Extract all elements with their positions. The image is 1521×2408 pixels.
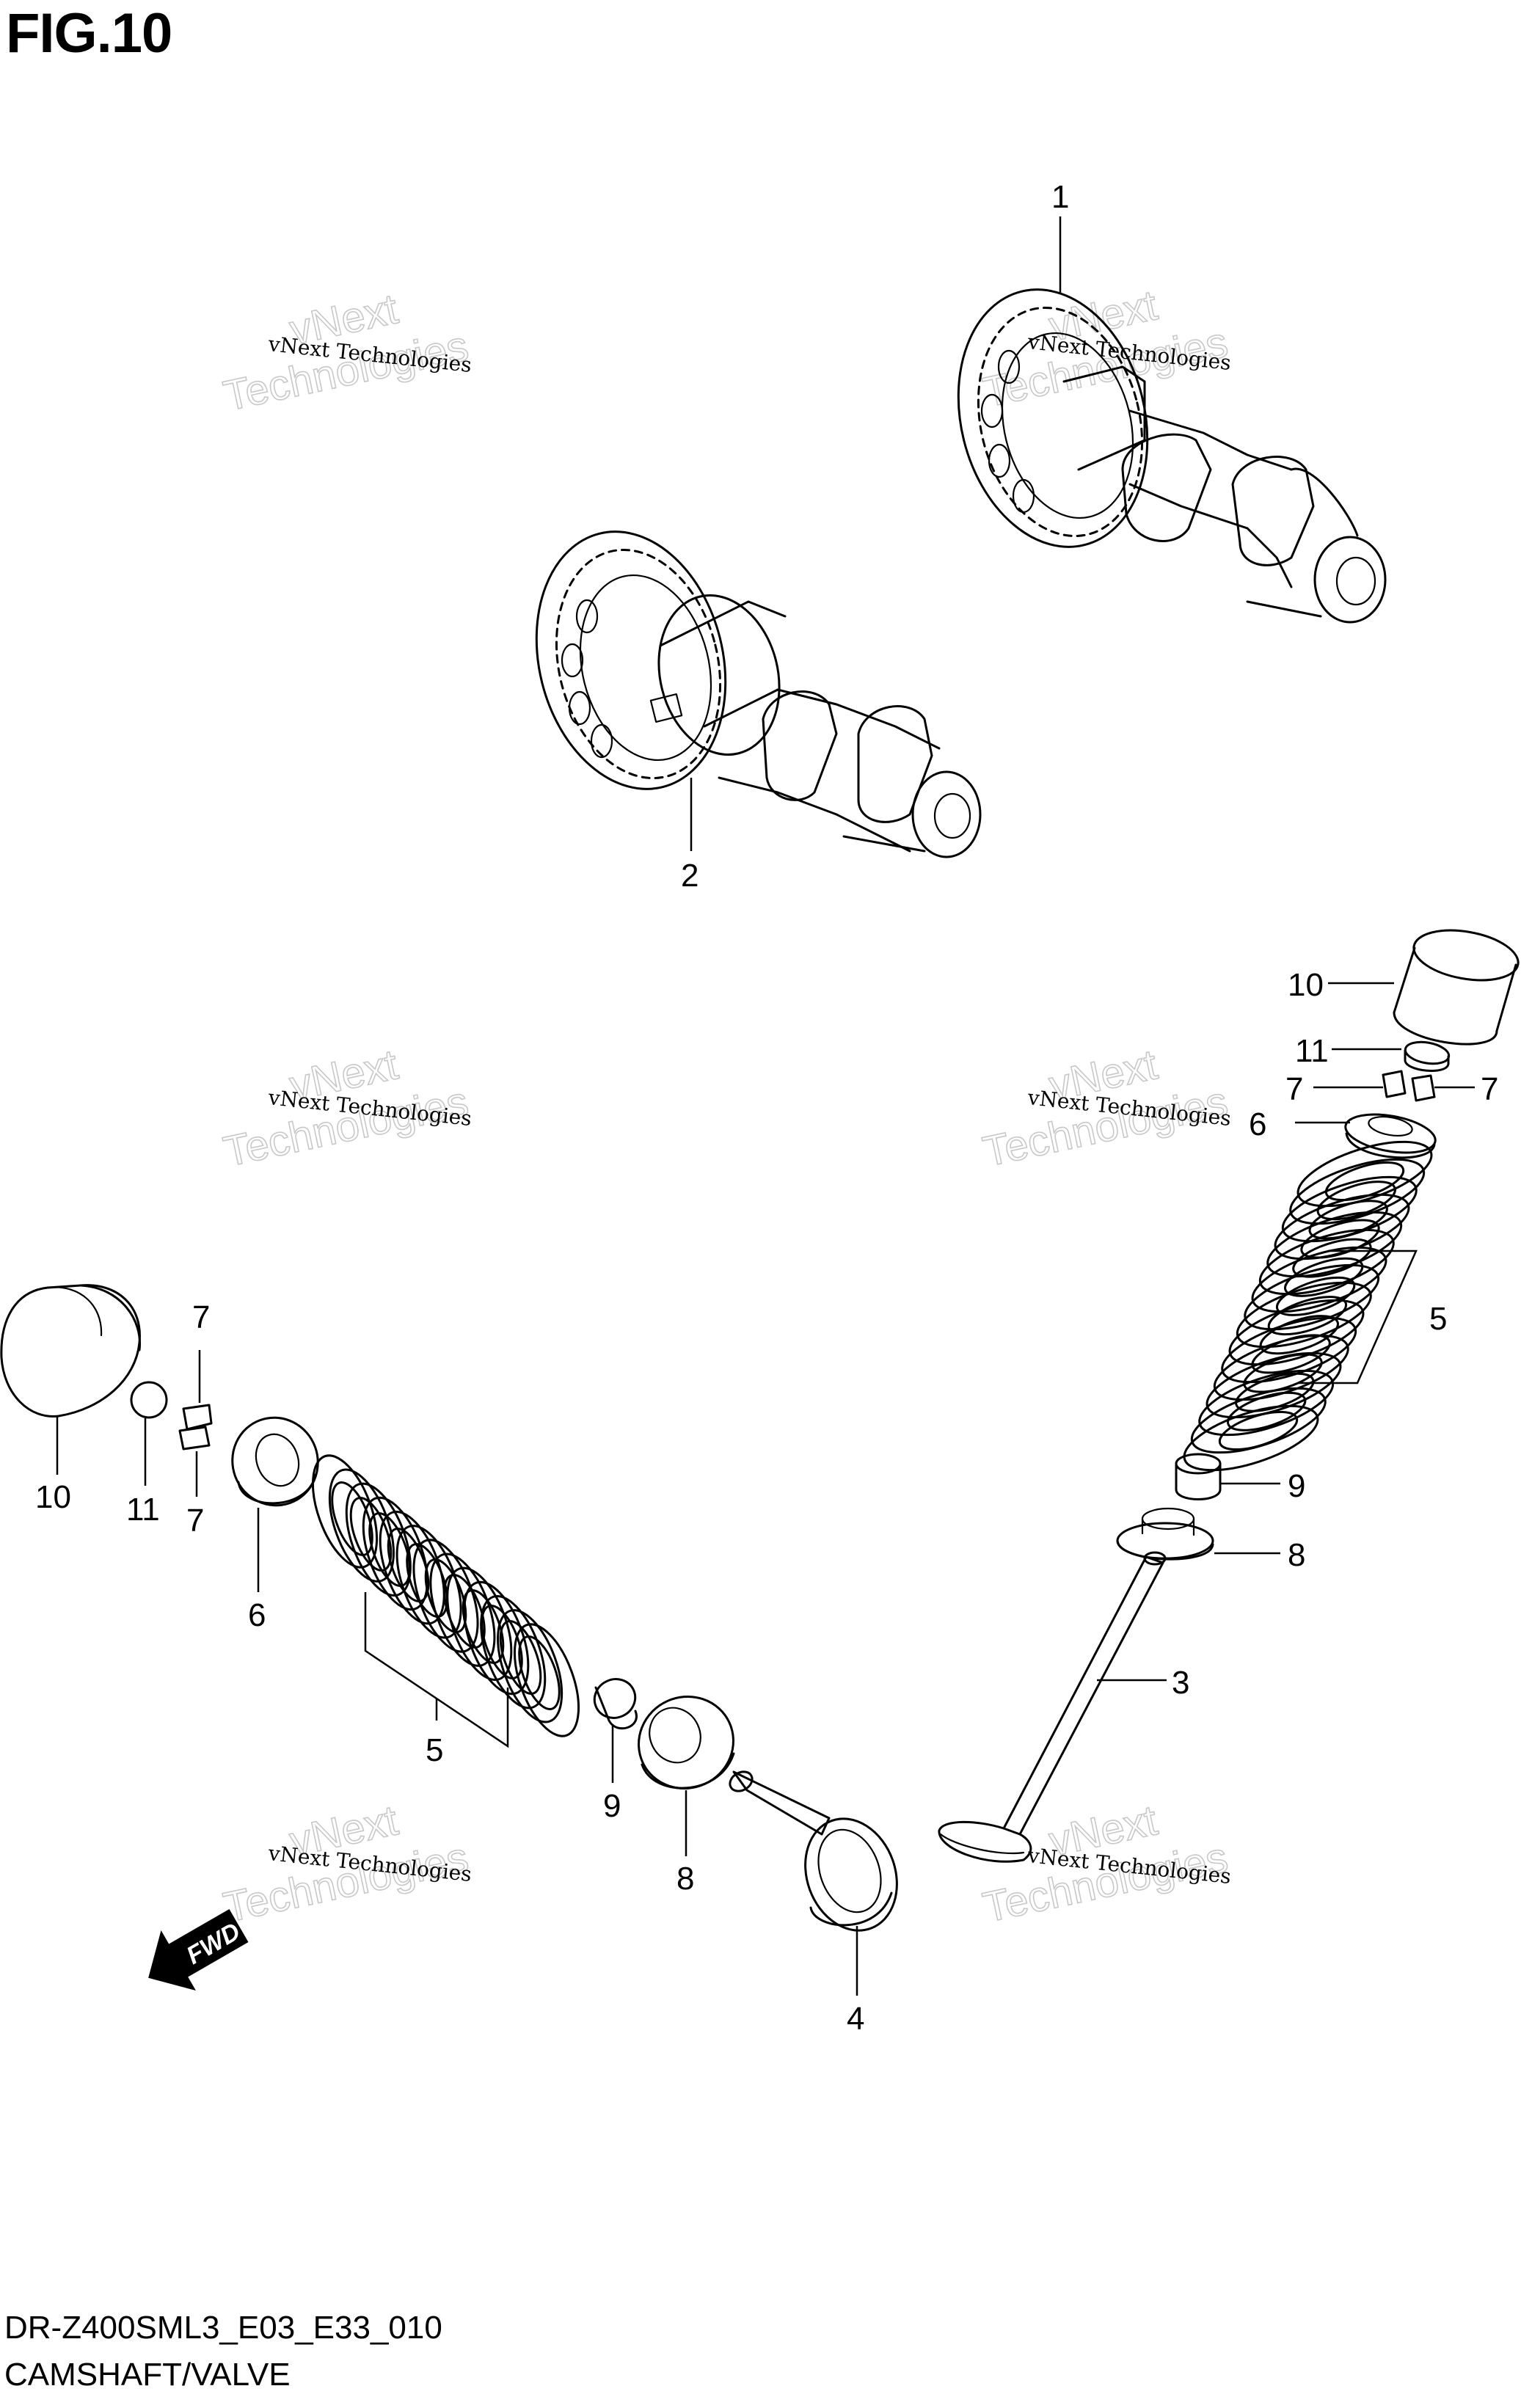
spring-coil [499,1620,542,1695]
callout-10-left: 10 [35,1479,71,1515]
spring-coil [362,1496,428,1611]
spring-coil [1218,1410,1299,1451]
spring-coil [443,1574,486,1649]
leader-line-5-right [1299,1249,1418,1384]
spring-coil [1235,1372,1315,1412]
spring-coil [368,1512,411,1587]
watermark-mid-left: Technologies vNext vNext Technologies [219,1040,473,1177]
part-valve-3 [938,1551,1167,1863]
spring-coil [462,1589,505,1664]
figure-title: FIG.10 [6,2,172,65]
figure-caption: CAMSHAFT/VALVE [4,2357,291,2393]
callout-7-right-a: 7 [1285,1071,1303,1107]
spring-coil [1243,1353,1323,1393]
spring-coil [1183,1404,1319,1472]
spring-coil [387,1528,430,1602]
part-cotters-right [1382,1070,1436,1102]
spring-coil [424,1558,467,1633]
callout-6-left: 6 [248,1597,266,1633]
callout-2: 2 [681,858,699,894]
watermark-bottom-right: Technologies vNext vNext Technologies [978,1796,1232,1933]
spring-coil [1259,1315,1339,1355]
part-spring-seat-right [1116,1507,1214,1561]
spring-coil [1296,1140,1433,1208]
part-camshaft-1 [957,288,1387,624]
spring-coil [1284,1257,1364,1297]
part-stem-seal-left [593,1678,638,1730]
callout-5-left: 5 [426,1732,443,1768]
callout-8-left: 8 [676,1861,694,1897]
spring-coil [1324,1161,1405,1202]
callout-9-right: 9 [1288,1468,1305,1504]
callout-7-right-b: 7 [1481,1071,1498,1107]
spring-coil [1289,1158,1426,1225]
part-shim-right [1404,1040,1451,1072]
callout-4: 4 [847,2001,864,2037]
callout-9-left: 9 [603,1788,621,1824]
spring-coil [1275,1276,1356,1316]
part-valve-4 [729,1770,898,1932]
spring-coil [480,1595,547,1710]
callout-10-right: 10 [1288,967,1324,1003]
callout-7-left-b: 7 [186,1503,204,1539]
part-valve-springs-right [1183,1140,1433,1472]
watermark-mid-right: Technologies vNext vNext Technologies [978,1040,1232,1177]
spring-coil [1316,1181,1396,1221]
spring-coil [412,1539,479,1653]
spring-coil [1292,1238,1372,1278]
spring-coil [463,1580,530,1696]
callout-7-left-a: 7 [192,1299,210,1335]
watermark-bottom-left: Technologies vNext vNext Technologies [219,1796,473,1933]
spring-coil [1300,1219,1380,1259]
spring-coil [1221,1316,1357,1384]
spring-coil [345,1482,412,1597]
part-camshaft-2 [535,530,982,858]
callout-11-left: 11 [126,1492,160,1528]
spring-coil [1251,1334,1331,1374]
part-cotters-left [178,1404,213,1451]
callout-11-right: 11 [1295,1033,1329,1069]
part-retainer-left [231,1416,319,1507]
part-spring-seat-left [638,1695,735,1790]
spring-coil [1267,1296,1348,1336]
callout-1: 1 [1051,179,1069,215]
spring-coil [331,1481,373,1556]
spring-coil [349,1497,393,1572]
part-tappet-left [0,1284,142,1418]
watermark-top-left: Technologies vNext vNext Technologies [219,285,473,421]
callout-8-right: 8 [1288,1537,1305,1573]
part-tappet-right [1393,929,1520,1046]
figure-code: DR-Z400SML3_E03_E33_010 [4,2310,442,2346]
spring-coil [518,1635,561,1710]
spring-coil [1227,1391,1307,1431]
part-stem-seal-right [1175,1453,1222,1500]
watermark-top-right: Technologies vNext vNext Technologies [978,281,1232,417]
spring-coil [481,1605,523,1679]
callout-5-right: 5 [1429,1301,1447,1337]
spring-coil [1308,1200,1388,1240]
callout-6-right: 6 [1249,1106,1266,1142]
part-valve-springs-left [311,1454,580,1737]
spring-coil [1213,1334,1349,1401]
spring-coil [406,1543,448,1618]
callout-3: 3 [1172,1665,1189,1701]
part-shim-left [130,1381,168,1419]
